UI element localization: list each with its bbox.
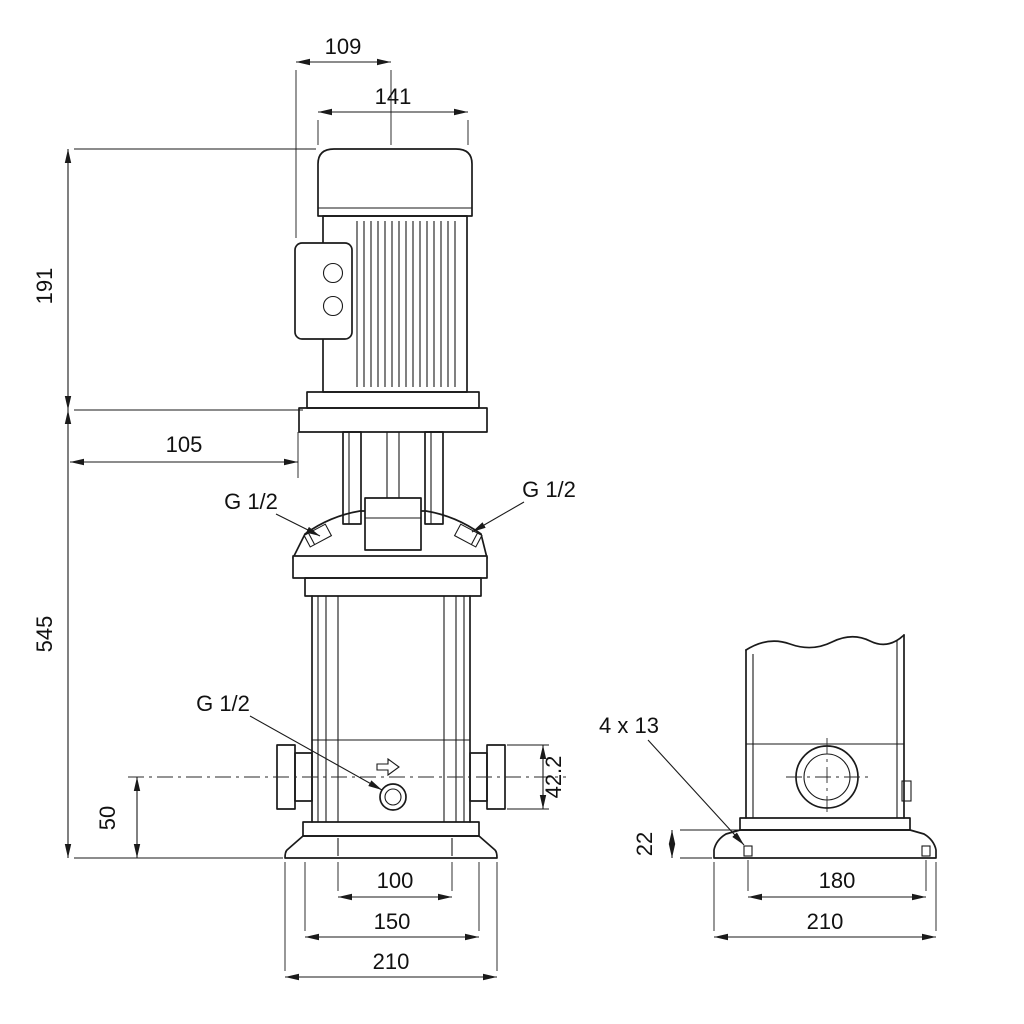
dim-50-label: 50 [95, 806, 120, 830]
side-view [713, 634, 937, 859]
side-base [713, 817, 937, 859]
pump-head [292, 555, 488, 597]
plug-g12-top-left-label: G 1/2 [224, 489, 278, 514]
dimensions: 109 141 191 545 105 G 1/2 G 1/2 G 1/2 42… [32, 34, 937, 981]
dim-141-label: 141 [375, 84, 412, 109]
dim-109-label: 109 [325, 34, 362, 59]
plug-g12-drain-label: G 1/2 [196, 691, 250, 716]
dim-105-label: 105 [166, 432, 203, 457]
pump-base [284, 821, 498, 859]
coupling-lantern [292, 431, 488, 559]
flow-direction-icon [376, 757, 400, 777]
front-view [276, 148, 506, 859]
dim-191-label: 191 [32, 268, 57, 305]
motor-flange [298, 391, 488, 433]
centerlines [128, 738, 872, 816]
drain-plug [379, 783, 407, 811]
dim-4x13-label: 4 x 13 [599, 713, 659, 738]
motor-fan-cover [317, 148, 473, 217]
dim-100-label: 100 [377, 868, 414, 893]
dim-42-2-label: 42.2 [541, 756, 566, 799]
dim-180-label: 180 [819, 868, 856, 893]
dim-150-label: 150 [374, 909, 411, 934]
dim-210-front-label: 210 [373, 949, 410, 974]
terminal-box [294, 242, 353, 340]
vent-plug-left [303, 523, 333, 548]
vent-plug-right [453, 523, 483, 548]
dim-22-label: 22 [632, 832, 657, 856]
dim-210-side-label: 210 [807, 909, 844, 934]
dim-545-label: 545 [32, 616, 57, 653]
side-body [745, 634, 912, 819]
plug-g12-top-right-label: G 1/2 [522, 477, 576, 502]
